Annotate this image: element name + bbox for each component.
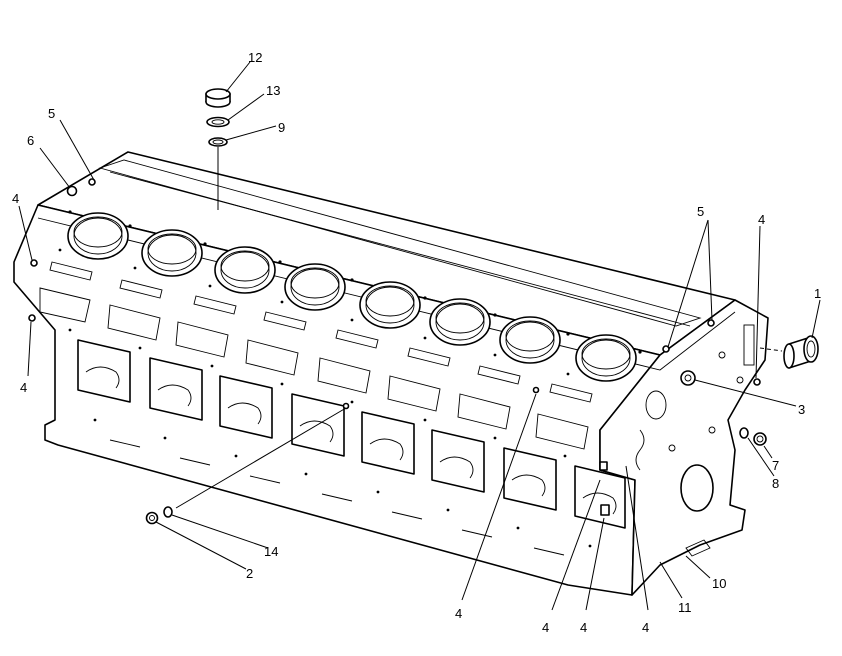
bore-2	[141, 229, 203, 277]
bore-6	[429, 298, 491, 346]
sleeve-1	[783, 335, 819, 369]
callout-4: 4	[12, 191, 19, 206]
callout-labels: 12 13 9 5 6 4 4 5 4 1 3 7 8 10 11 4 4 4 …	[12, 50, 821, 635]
cylinder-bores	[67, 212, 637, 382]
o-ring-9	[208, 137, 228, 147]
callout-4: 4	[455, 606, 462, 621]
bore-4	[284, 263, 346, 311]
top-rail	[98, 159, 702, 327]
callout-10: 10	[712, 576, 726, 591]
lower-slots	[109, 439, 565, 556]
ring-8	[739, 427, 749, 439]
leader-lines	[18, 61, 821, 611]
bore-7	[499, 316, 561, 364]
bore-8	[575, 334, 637, 382]
bore-1	[67, 212, 129, 260]
loose-parts	[145, 88, 819, 525]
plug-7	[753, 432, 767, 446]
callout-13: 13	[266, 83, 280, 98]
block-end-face	[599, 299, 769, 596]
callout-14: 14	[264, 544, 278, 559]
callout-7: 7	[772, 458, 779, 473]
callout-8: 8	[772, 476, 779, 491]
block-plugs	[28, 178, 761, 516]
washer-13	[206, 116, 230, 128]
callout-1: 1	[814, 286, 821, 301]
bore-5	[359, 281, 421, 329]
callout-2: 2	[246, 566, 253, 581]
deck-slots	[49, 261, 593, 403]
callout-4: 4	[20, 380, 27, 395]
callout-5: 5	[48, 106, 55, 121]
crankcase-openings	[77, 339, 626, 529]
callout-4: 4	[758, 212, 765, 227]
plug-2	[145, 511, 159, 525]
callout-5: 5	[697, 204, 704, 219]
cap-plug-12	[205, 88, 231, 108]
callout-4: 4	[642, 620, 649, 635]
callout-11: 11	[678, 600, 692, 615]
bore-3	[214, 246, 276, 294]
callout-4: 4	[542, 620, 549, 635]
callout-3: 3	[798, 402, 805, 417]
upper-side-openings	[39, 287, 589, 450]
callout-6: 6	[27, 133, 34, 148]
callout-4: 4	[580, 620, 587, 635]
end-face-features	[635, 324, 755, 557]
bolt-holes	[58, 210, 642, 548]
callout-12: 12	[248, 50, 262, 65]
ring-14	[163, 506, 173, 518]
callout-9: 9	[278, 120, 285, 135]
